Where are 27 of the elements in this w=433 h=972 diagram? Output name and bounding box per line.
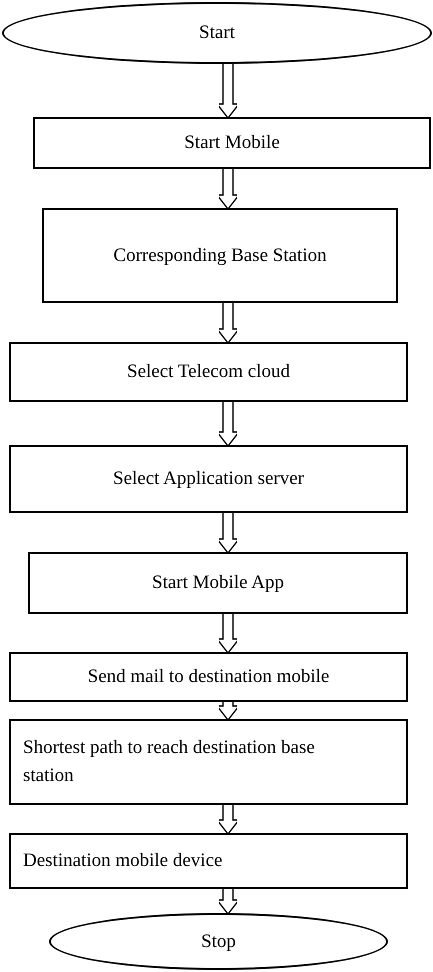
hollow-arrow [216,64,240,119]
hollow-arrow [216,513,240,554]
node-label: Select Application server [113,467,304,492]
hollow-arrow [216,169,240,210]
process-box [9,833,408,889]
node-label: Shortest path to reach destination base station [23,736,316,788]
node-label: Start [199,21,235,46]
node-label: Destination mobile device [23,849,222,874]
process-box [33,117,431,169]
node-label: Corresponding Base Station [113,244,327,268]
process-box [9,342,408,402]
hollow-arrow [216,614,240,654]
node-label: Start Mobile App [152,571,284,596]
node-label: Select Telecom cloud [127,360,290,384]
hollow-arrow [216,402,240,447]
process-box [28,552,408,614]
hollow-arrow [216,303,240,344]
node-label: Send mail to destination mobile [88,665,330,690]
hollow-arrow [216,805,240,835]
process-box [9,652,408,702]
node-label: Stop [201,930,236,954]
hollow-arrow [216,889,240,915]
process-box [9,719,408,805]
process-box [9,445,408,513]
hollow-arrow [216,702,240,721]
node-label: Start Mobile [184,131,280,156]
process-box [42,208,398,303]
